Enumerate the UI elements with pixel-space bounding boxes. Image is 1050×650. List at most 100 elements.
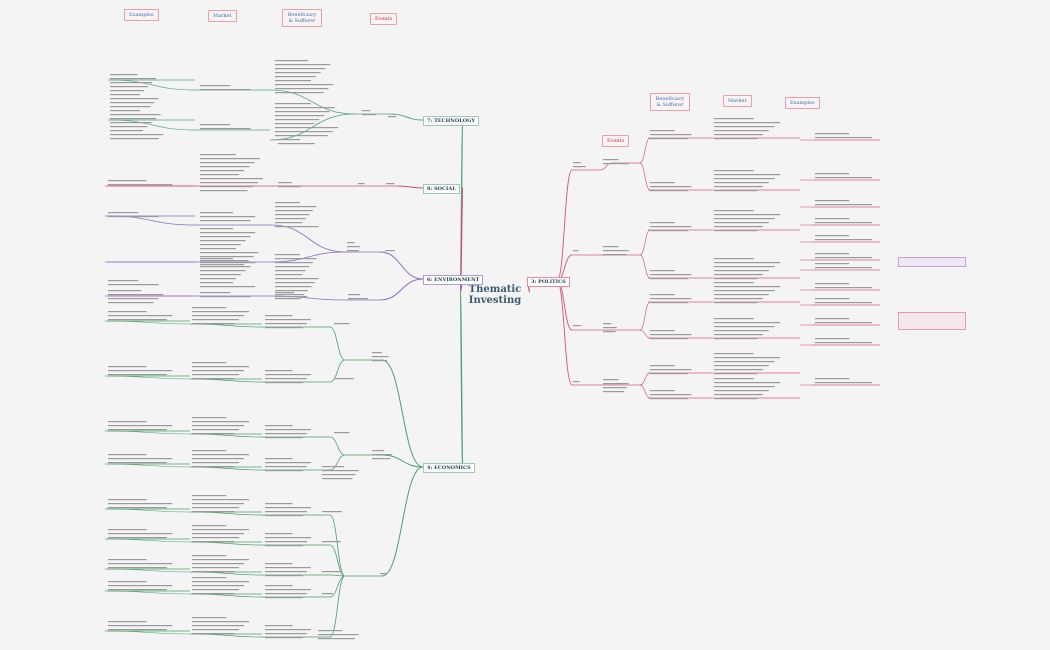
politics-leaf bbox=[815, 218, 850, 220]
econ-leaf bbox=[322, 511, 342, 513]
env-leaf bbox=[275, 298, 301, 300]
env-leaf bbox=[200, 248, 236, 250]
env-leaf bbox=[347, 246, 360, 248]
branch-line bbox=[397, 185, 424, 189]
env-leaf bbox=[200, 220, 251, 222]
politics-leaf bbox=[714, 394, 763, 396]
econ-leaf bbox=[108, 625, 173, 627]
env-leaf bbox=[108, 280, 139, 282]
branch-economics bbox=[459, 291, 464, 468]
env-leaf bbox=[108, 212, 139, 214]
econ-leaf bbox=[265, 511, 307, 513]
topic-social[interactable]: 8: SOCIAL bbox=[423, 184, 460, 194]
econ-leaf bbox=[192, 589, 240, 591]
econ-leaf bbox=[192, 537, 240, 539]
econ-leaf bbox=[192, 366, 250, 368]
econ-leaf bbox=[265, 541, 307, 543]
politics-leaf bbox=[714, 218, 775, 220]
branch-line bbox=[379, 278, 424, 301]
politics-leaf bbox=[650, 182, 675, 184]
politics-leaf bbox=[714, 390, 769, 392]
env-leaf bbox=[385, 250, 395, 252]
tech-leaf bbox=[275, 119, 320, 121]
env-leaf bbox=[200, 282, 233, 284]
branch-line bbox=[329, 326, 346, 361]
politics-leaf bbox=[650, 334, 692, 336]
topic-technology[interactable]: 7: TECHNOLOGY bbox=[423, 116, 479, 126]
tech-leaf bbox=[275, 103, 311, 105]
politics-leaf bbox=[714, 174, 781, 176]
econ-leaf bbox=[265, 503, 293, 505]
branch-line bbox=[329, 436, 346, 456]
econ-leaf bbox=[192, 511, 235, 513]
politics-leaf bbox=[815, 322, 873, 324]
econ-leaf bbox=[372, 450, 385, 452]
econ-leaf bbox=[192, 421, 250, 423]
econ-leaf bbox=[192, 563, 245, 565]
env-leaf bbox=[275, 226, 319, 228]
econ-leaf bbox=[265, 378, 307, 380]
politics-leaf bbox=[603, 379, 619, 381]
env-leaf bbox=[348, 298, 369, 300]
env-leaf bbox=[108, 294, 164, 296]
econ-leaf bbox=[108, 499, 147, 501]
branch-line bbox=[639, 329, 651, 339]
branch-line bbox=[381, 466, 424, 577]
politics-leaf bbox=[714, 282, 754, 284]
econ-leaf bbox=[265, 507, 311, 509]
econ-leaf bbox=[192, 529, 250, 531]
topic-economics[interactable]: 4: ECONOMICS bbox=[423, 463, 475, 473]
env-leaf bbox=[200, 274, 241, 276]
legend-market-right: Market bbox=[723, 95, 752, 107]
social-leaf bbox=[200, 166, 250, 168]
branch-line bbox=[329, 575, 346, 638]
politics-leaf bbox=[815, 137, 873, 139]
politics-leaf bbox=[815, 253, 850, 255]
social-leaf bbox=[200, 158, 260, 160]
env-leaf bbox=[200, 212, 233, 214]
politics-leaf bbox=[714, 178, 775, 180]
env-leaf bbox=[200, 232, 256, 234]
econ-leaf bbox=[108, 458, 173, 460]
econ-leaf bbox=[108, 559, 147, 561]
politics-leaf bbox=[714, 190, 758, 192]
econ-leaf bbox=[192, 617, 227, 619]
env-leaf bbox=[200, 270, 246, 272]
tech-leaf bbox=[275, 123, 314, 125]
econ-leaf bbox=[192, 525, 227, 527]
econ-leaf bbox=[192, 307, 227, 309]
branch-line bbox=[639, 254, 651, 279]
tech-leaf bbox=[200, 85, 231, 87]
econ-leaf bbox=[265, 370, 293, 372]
econ-leaf bbox=[192, 581, 250, 583]
legend-market: Market bbox=[208, 10, 237, 22]
env-leaf bbox=[275, 286, 312, 288]
branch-line bbox=[194, 511, 263, 516]
social-leaf bbox=[386, 183, 395, 185]
politics-leaf bbox=[815, 257, 873, 259]
econ-leaf bbox=[192, 462, 240, 464]
econ-leaf bbox=[108, 315, 173, 317]
tech-leaf bbox=[110, 138, 159, 140]
tech-leaf bbox=[275, 84, 334, 86]
branch-line bbox=[269, 89, 356, 115]
politics-leaf bbox=[650, 338, 688, 340]
env-leaf bbox=[275, 258, 317, 260]
politics-leaf bbox=[573, 162, 581, 164]
branch-line bbox=[639, 372, 651, 386]
econ-leaf bbox=[334, 323, 350, 325]
politics-leaf bbox=[603, 331, 616, 333]
topic-politics[interactable]: 3: POLITICS bbox=[527, 277, 570, 287]
env-leaf bbox=[200, 262, 256, 264]
topic-environment[interactable]: 6: ENVIRONMENT bbox=[423, 275, 484, 285]
politics-leaf bbox=[650, 365, 675, 367]
tech-leaf bbox=[275, 135, 328, 137]
side-note-pink bbox=[898, 312, 966, 330]
politics-leaf bbox=[714, 398, 758, 400]
econ-leaf bbox=[265, 575, 303, 577]
tech-leaf bbox=[200, 128, 251, 130]
politics-leaf bbox=[714, 326, 775, 328]
econ-leaf bbox=[192, 629, 240, 631]
politics-leaf bbox=[650, 270, 675, 272]
central-topic[interactable]: Thematic Investing bbox=[468, 284, 522, 306]
